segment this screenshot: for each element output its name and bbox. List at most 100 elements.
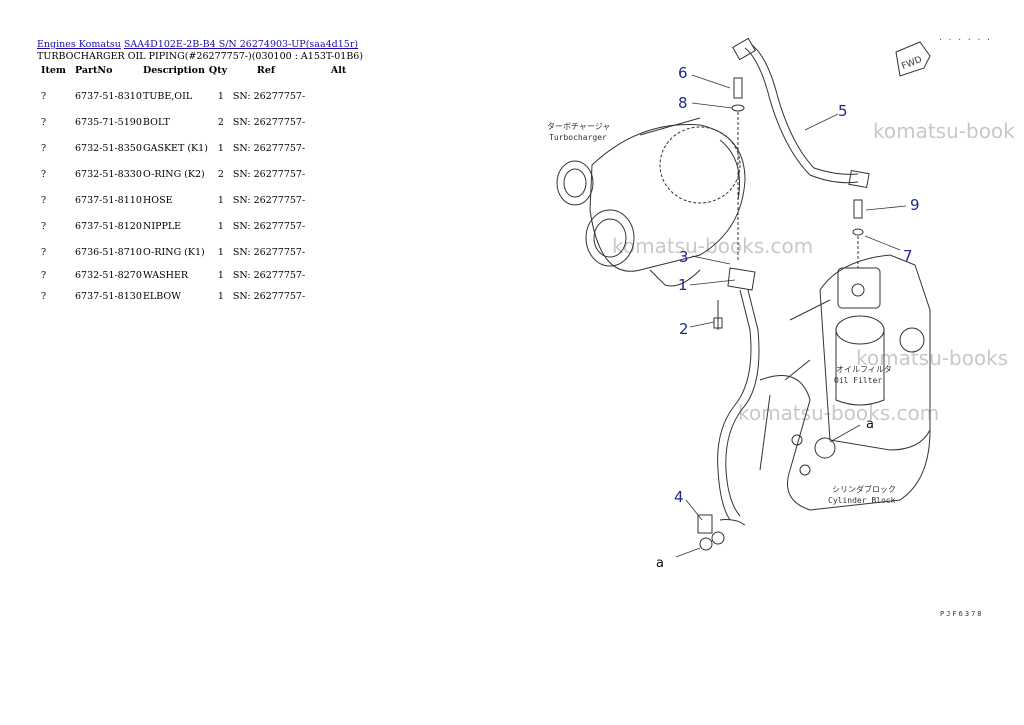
cell-item: ?	[41, 90, 47, 102]
cell-ref: SN: 26277757-	[232, 194, 306, 206]
table-row: ? 6737-51-8310 TUBE,OIL 1 SN: 26277757-	[37, 83, 355, 109]
cell-ref: SN: 26277757-	[232, 220, 306, 232]
cell-alt	[331, 135, 355, 161]
callout-3: 3	[679, 248, 689, 266]
table-row: ? 6737-51-8120 NIPPLE 1 SN: 26277757-	[37, 213, 355, 239]
table-row: ? 6737-51-8110 HOSE 1 SN: 26277757-	[37, 187, 355, 213]
cell-ref: SN: 26277757-	[232, 90, 306, 102]
cell-qty: 1	[217, 291, 224, 302]
cell-alt	[331, 187, 355, 213]
cell-qty: 1	[217, 270, 224, 281]
table-row: ? 6736-51-8710 O-RING (K1) 1 SN: 2627775…	[37, 239, 355, 265]
breadcrumb-link-engines[interactable]: Engines Komatsu	[37, 39, 121, 50]
breadcrumb: Engines Komatsu SAA4D102E-2B-B4 S/N 2627…	[37, 39, 358, 51]
callout-1: 1	[678, 276, 688, 294]
cell-partno: 6732-51-8270	[75, 270, 142, 281]
turbocharger-label: Turbocharger	[549, 133, 607, 142]
cell-partno: 6732-51-8350	[75, 142, 142, 154]
cell-item: ?	[41, 246, 47, 258]
cell-ref: SN: 26277757-	[232, 142, 306, 154]
cell-description: HOSE	[143, 194, 173, 206]
cell-item: ?	[41, 168, 47, 180]
callout-4: 4	[674, 488, 684, 506]
cell-partno: 6735-71-5190	[75, 116, 142, 128]
header-qty: Qty	[208, 65, 228, 76]
cell-description: WASHER	[143, 270, 189, 281]
callout-5: 5	[838, 102, 848, 120]
watermark-text: komatsu-books.com	[738, 401, 939, 425]
cell-description: NIPPLE	[143, 220, 182, 232]
table-row: ? 6737-51-8130 ELBOW 1 SN: 26277757-	[37, 286, 355, 307]
callout-6: 6	[678, 64, 688, 82]
oil-filter-jp-label: オイルフィルタ	[836, 365, 892, 374]
cell-alt	[331, 161, 355, 187]
table-row: ? 6732-51-8330 O-RING (K2) 2 SN: 2627775…	[37, 161, 355, 187]
cylinder-block-label: Cylinder Block	[828, 496, 896, 505]
cell-qty: 2	[217, 168, 224, 180]
cell-qty: 1	[217, 194, 224, 206]
cell-item: ?	[41, 194, 47, 206]
cell-partno: 6737-51-8110	[75, 194, 142, 206]
header-partno: PartNo	[75, 65, 113, 76]
header-alt: Alt	[330, 65, 347, 76]
watermark-text: komatsu-books	[856, 346, 1008, 370]
cell-ref: SN: 26277757-	[232, 246, 306, 258]
parts-table: Item PartNo Description Qty Ref Alt ? 67…	[37, 65, 355, 307]
table-row: ? 6732-51-8270 WASHER 1 SN: 26277757-	[37, 265, 355, 286]
cell-qty: 2	[217, 116, 224, 128]
cell-description: O-RING (K2)	[143, 168, 205, 180]
callout-9: 9	[910, 196, 920, 214]
oil-filter-label: Oil Filter	[834, 376, 882, 385]
cell-partno: 6737-51-8130	[75, 291, 142, 302]
cell-description: GASKET (K1)	[143, 142, 208, 154]
oil-tube-drawing	[697, 267, 760, 551]
cylinder-block-drawing	[759, 299, 931, 511]
cell-description: BOLT	[143, 116, 170, 128]
parts-diagram: komatsu-book komatsu-books.com komatsu-b…	[547, 33, 1015, 618]
callout-a-right: a	[866, 417, 874, 432]
callout-a-left: a	[656, 556, 664, 571]
watermark-text: komatsu-book	[873, 119, 1015, 143]
callout-8: 8	[678, 94, 688, 112]
cell-ref: SN: 26277757-	[232, 270, 306, 281]
oil-filter-drawing	[819, 254, 931, 451]
callout-7: 7	[903, 247, 913, 265]
table-row: ? 6732-51-8350 GASKET (K1) 1 SN: 2627775…	[37, 135, 355, 161]
cell-ref: SN: 26277757-	[232, 116, 306, 128]
cell-qty: 1	[217, 220, 224, 232]
cell-qty: 1	[217, 142, 224, 154]
cell-item: ?	[41, 142, 47, 154]
cell-partno: 6737-51-8120	[75, 220, 142, 232]
cell-item: ?	[41, 270, 47, 281]
page-title: TURBOCHARGER OIL PIPING(#26277757-)(0301…	[37, 51, 364, 62]
fwd-arrow-icon: FWD	[895, 41, 931, 77]
cell-alt	[331, 286, 355, 307]
cell-description: O-RING (K1)	[143, 246, 205, 258]
cell-alt	[331, 109, 355, 135]
cylinder-block-jp-label: シリンダブロック	[832, 484, 896, 494]
table-row: ? 6735-71-5190 BOLT 2 SN: 26277757-	[37, 109, 355, 135]
drawing-code: PJF6378	[940, 610, 984, 618]
cell-qty: 1	[217, 90, 224, 102]
cell-item: ?	[41, 220, 47, 232]
cell-partno: 6736-51-8710	[75, 246, 142, 258]
cell-partno: 6732-51-8330	[75, 168, 142, 180]
leader-lines	[675, 74, 907, 558]
table-header-row: Item PartNo Description Qty Ref Alt	[37, 65, 355, 83]
turbocharger-jp-label: ターボチャージャ	[547, 122, 610, 131]
header-ref: Ref	[256, 65, 275, 76]
cell-qty: 1	[217, 246, 224, 258]
cell-ref: SN: 26277757-	[232, 291, 306, 302]
cell-item: ?	[41, 116, 47, 128]
callout-2: 2	[679, 320, 689, 338]
cell-alt	[331, 83, 355, 109]
cell-item: ?	[41, 291, 47, 302]
header-item: Item	[41, 65, 66, 76]
turbocharger-drawing	[556, 117, 746, 287]
cell-alt	[331, 265, 355, 286]
cell-alt	[331, 239, 355, 265]
breadcrumb-link-model[interactable]: SAA4D102E-2B-B4 S/N 26274903-UP(saa4d15r…	[123, 39, 359, 50]
cell-ref: SN: 26277757-	[232, 168, 306, 180]
cell-partno: 6737-51-8310	[75, 90, 142, 102]
corner-dots: . . . . . .	[938, 33, 991, 42]
